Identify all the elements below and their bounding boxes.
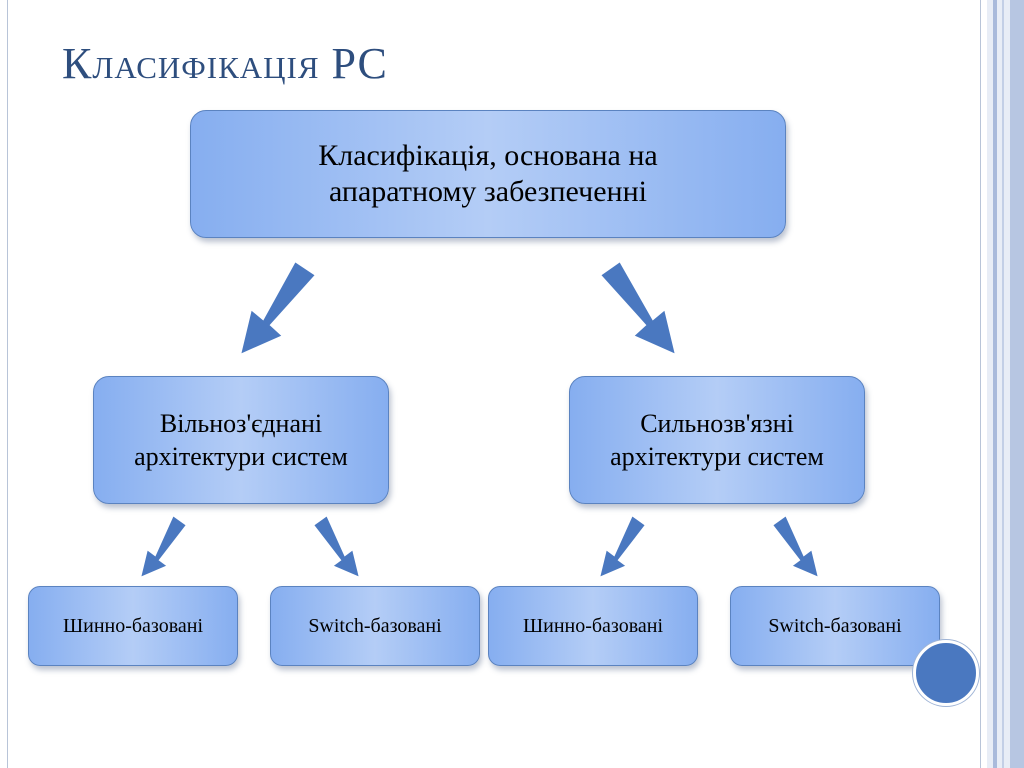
node-leaf-bus-based-1: Шинно-базовані: [28, 586, 238, 666]
node-left-line-2: архітектури систем: [134, 442, 348, 471]
right-decor-stripe: [993, 0, 997, 768]
arrow-left-to-leaf-2: [311, 513, 362, 580]
node-leaf-switch-based-1: Switch-базовані: [270, 586, 480, 666]
node-leaf-3-label: Шинно-базовані: [522, 614, 664, 637]
arrow-left-to-leaf-1: [138, 513, 189, 580]
node-root-line-1: Класифікація, основана на: [318, 139, 658, 172]
arrow-right-to-leaf-4: [770, 513, 821, 580]
arrow-root-to-left: [238, 259, 318, 357]
node-loosely-coupled: Вільноз'єднані архітектури систем: [93, 376, 389, 504]
right-decor-stripe-3: [1010, 0, 1024, 768]
node-left-line-1: Вільноз'єднані: [159, 409, 323, 438]
left-frame-line: [7, 0, 8, 768]
node-root-line-2: апаратному забезпеченні: [329, 175, 647, 208]
node-right-line-2: архітектури систем: [610, 442, 824, 471]
node-leaf-switch-based-2: Switch-базовані: [730, 586, 940, 666]
node-leaf-4-label: Switch-базовані: [768, 614, 902, 637]
node-leaf-bus-based-2: Шинно-базовані: [488, 586, 698, 666]
right-decor-stripe-2: [1002, 0, 1004, 768]
decorative-circle: [913, 640, 979, 706]
right-frame-line: [980, 0, 981, 768]
arrow-root-to-right: [598, 259, 678, 357]
node-tightly-coupled: Сильнозв'язні архітектури систем: [569, 376, 865, 504]
node-leaf-1-label: Шинно-базовані: [62, 614, 204, 637]
node-leaf-2-label: Switch-базовані: [308, 614, 442, 637]
node-right-line-1: Сильнозв'язні: [640, 409, 794, 438]
arrow-right-to-leaf-3: [597, 513, 648, 580]
node-root: Класифікація, основана на апаратному заб…: [190, 110, 786, 238]
slide-title: Класифікація РС: [62, 39, 388, 88]
